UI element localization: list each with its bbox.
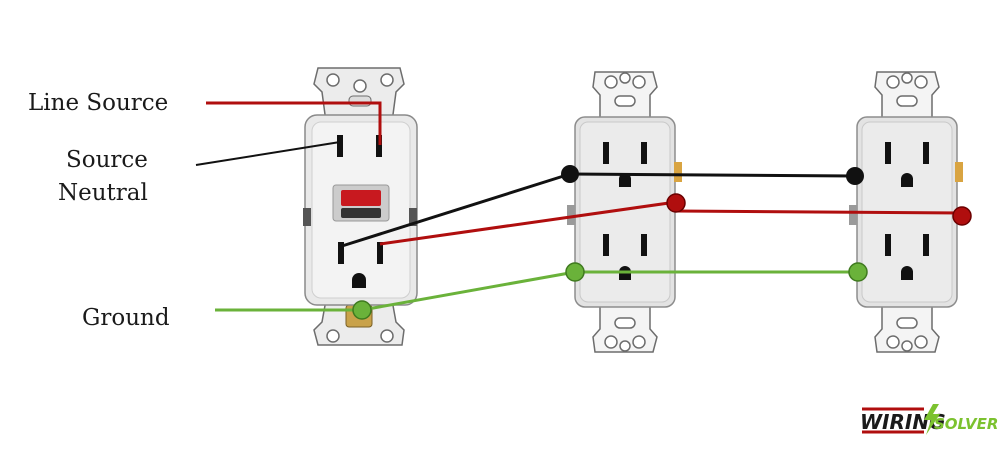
label-source: Source: [66, 147, 148, 173]
ground-wire-1: [361, 270, 576, 312]
label-line-source: Line Source: [28, 90, 168, 116]
load-neutral-wire-1: [341, 172, 571, 248]
ground-terminal-dot: [352, 300, 372, 320]
hot-terminal-dot: [952, 206, 972, 226]
load-neutral-wire-2: [569, 172, 856, 178]
duplex-receptacle-1: [574, 71, 676, 353]
brass-screw: [674, 162, 682, 182]
lightning-bolt-icon: [924, 404, 940, 435]
silver-screw: [567, 205, 575, 225]
wiring-solver-logo: WIRING SOLVER: [860, 404, 998, 435]
source-neutral-pointer: [195, 141, 341, 166]
gfci-test-button: [341, 190, 381, 206]
ground-terminal-dot: [565, 262, 585, 282]
hot-terminal-dot: [666, 193, 686, 213]
neutral-terminal-dot: [846, 167, 864, 185]
silver-screw: [849, 205, 857, 225]
logo-text-solver: SOLVER: [934, 415, 998, 433]
label-ground: Ground: [82, 305, 170, 331]
brass-screw: [955, 162, 963, 182]
label-neutral: Neutral: [58, 180, 148, 206]
load-hot-wire-1: [379, 200, 677, 246]
line-source-wire: [206, 101, 382, 145]
neutral-terminal-dot: [561, 165, 579, 183]
gfci-receptacle: [303, 67, 418, 346]
load-hot-wire-2: [675, 209, 963, 215]
ground-terminal-dot: [848, 262, 868, 282]
